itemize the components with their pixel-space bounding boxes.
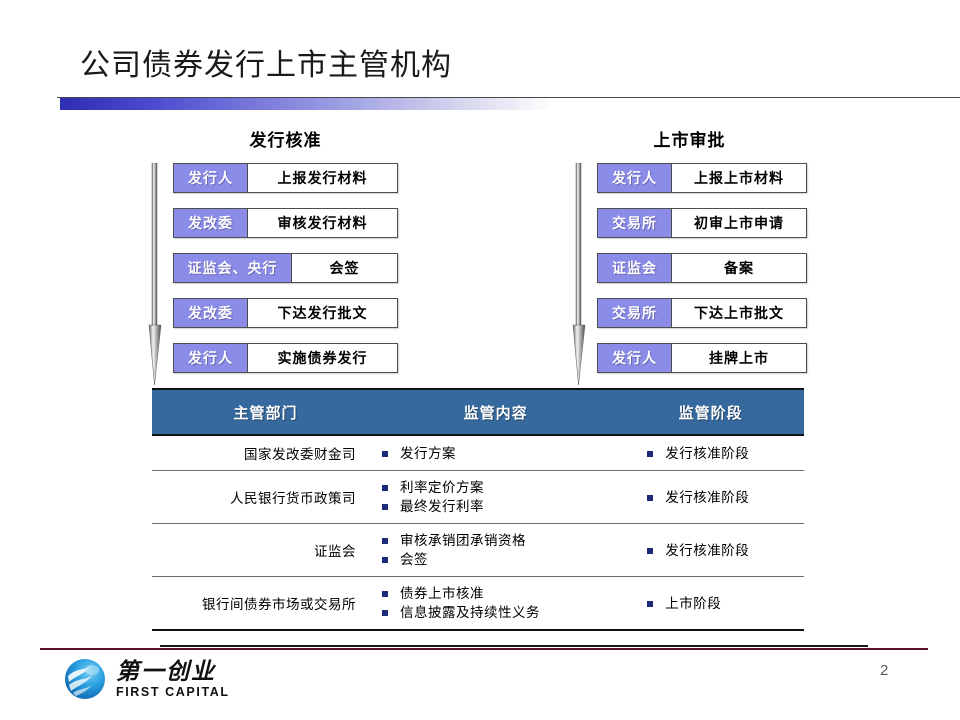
scope-list: 债券上市核准 信息披露及持续性义务: [380, 584, 617, 622]
scope-list: 发行方案: [380, 444, 617, 463]
flow-step-action: 审核发行材料: [277, 215, 368, 231]
flow-step[interactable]: 发行人 挂牌上市: [597, 343, 807, 373]
flow-heading-left: 发行核准: [249, 131, 322, 150]
column-header-scope: 监管内容: [373, 388, 618, 436]
flow-step-action: 会签: [329, 260, 360, 276]
flow-step-actor: 发行人: [174, 164, 248, 192]
stage-list: 上市阶段: [645, 594, 804, 613]
scope-list: 审核承销团承销资格 会签: [380, 531, 617, 569]
stage-list: 发行核准阶段: [645, 541, 804, 560]
list-item: 利率定价方案: [380, 478, 617, 497]
flow-step[interactable]: 发行人 上报发行材料: [173, 163, 398, 193]
stage-list: 发行核准阶段: [645, 488, 804, 507]
stage-list: 发行核准阶段: [645, 444, 804, 463]
flow-step[interactable]: 发行人 上报上市材料: [597, 163, 807, 193]
logo-name-en: FIRST CAPITAL: [116, 684, 230, 699]
table-header: 主管部门 监管内容 监管阶段: [152, 388, 804, 436]
list-item: 债券上市核准: [380, 584, 617, 603]
list-item: 上市阶段: [645, 594, 804, 613]
flow-step[interactable]: 发改委 下达发行批文: [173, 298, 398, 328]
regulator-table: 主管部门 监管内容 监管阶段 国家发改委财金司 发行方案 发行核准阶段 人民银行…: [152, 388, 804, 631]
table-row[interactable]: 证监会 审核承销团承销资格 会签 发行核准阶段: [152, 523, 804, 577]
flow-step-action: 备案: [724, 260, 754, 276]
flow-step-actor: 发行人: [598, 344, 672, 372]
flow-step-action: 上报上市材料: [694, 170, 784, 186]
cell-stage: 发行核准阶段: [617, 470, 804, 524]
footer-divider-dark: [160, 645, 868, 647]
flow-steps-left: 发行人 上报发行材料 发改委 审核发行材料 证监会、央行 会签 发改委 下达发行…: [173, 163, 398, 373]
list-item: 发行核准阶段: [645, 541, 804, 560]
flow-step-action: 初审上市申请: [694, 215, 784, 231]
list-item: 最终发行利率: [380, 497, 617, 516]
flow-step-actor: 发改委: [174, 299, 248, 327]
table-body: 国家发改委财金司 发行方案 发行核准阶段 人民银行货币政策司 利率定价方案 最终…: [152, 435, 804, 631]
flow-step-action: 下达上市批文: [694, 305, 784, 321]
flow-step-actor: 证监会、央行: [174, 254, 292, 282]
cell-stage: 上市阶段: [617, 576, 804, 631]
list-item: 发行核准阶段: [645, 488, 804, 507]
logo-name-cn: 第一创业: [116, 657, 216, 684]
footer-divider-line: [40, 648, 928, 650]
list-item: 发行方案: [380, 444, 617, 463]
flow-section-listing-approval: 上市审批 发行人 上报上市材料 交易所 初审上市申请 证监会 备案 交易所 下达…: [572, 126, 807, 385]
logo-wordmark: 第一创业 FIRST CAPITAL: [116, 657, 230, 699]
flow-step-actor: 交易所: [598, 299, 672, 327]
flow-step[interactable]: 证监会 备案: [597, 253, 807, 283]
flow-step-action: 实施债券发行: [277, 350, 368, 366]
scope-list: 利率定价方案 最终发行利率: [380, 478, 617, 516]
list-item: 审核承销团承销资格: [380, 531, 617, 550]
cell-department: 银行间债券市场或交易所: [152, 576, 374, 631]
flow-step[interactable]: 交易所 初审上市申请: [597, 208, 807, 238]
globe-logo-icon: [65, 659, 105, 699]
flow-step-actor: 发改委: [174, 209, 248, 237]
list-item: 会签: [380, 550, 617, 569]
header-gradient-bar: [60, 98, 555, 110]
company-logo: 第一创业 FIRST CAPITAL: [62, 656, 230, 702]
flow-step-action: 下达发行批文: [277, 305, 368, 321]
down-arrow-icon: [572, 163, 586, 385]
page-title: 公司债券发行上市主管机构: [80, 49, 452, 82]
table-row[interactable]: 银行间债券市场或交易所 债券上市核准 信息披露及持续性义务 上市阶段: [152, 576, 804, 631]
flow-section-issuance-approval: 发行核准 发行人 上报发行材料 发改委 审核发行材料: [148, 126, 398, 385]
cell-department: 人民银行货币政策司: [152, 470, 374, 524]
column-header-department: 主管部门: [152, 388, 374, 436]
cell-scope: 利率定价方案 最终发行利率: [373, 470, 618, 524]
header-divider-line: [57, 97, 960, 98]
cell-scope: 发行方案: [373, 435, 618, 471]
flow-step[interactable]: 证监会、央行 会签: [173, 253, 398, 283]
cell-scope: 债券上市核准 信息披露及持续性义务: [373, 576, 618, 631]
cell-department: 国家发改委财金司: [152, 435, 374, 471]
cell-department: 证监会: [152, 523, 374, 577]
flow-step-actor: 交易所: [598, 209, 672, 237]
cell-scope: 审核承销团承销资格 会签: [373, 523, 618, 577]
flow-heading-right: 上市审批: [653, 131, 726, 150]
flow-step-action: 上报发行材料: [277, 170, 368, 186]
flow-step-action: 挂牌上市: [709, 350, 769, 366]
table-header-row: 主管部门 监管内容 监管阶段: [152, 388, 804, 436]
list-item: 发行核准阶段: [645, 444, 804, 463]
cell-stage: 发行核准阶段: [617, 523, 804, 577]
flow-step[interactable]: 发行人 实施债券发行: [173, 343, 398, 373]
column-header-stage: 监管阶段: [617, 388, 804, 436]
cell-stage: 发行核准阶段: [617, 435, 804, 471]
flow-step-actor: 发行人: [174, 344, 248, 372]
flow-step[interactable]: 交易所 下达上市批文: [597, 298, 807, 328]
page-number: 2: [880, 662, 889, 679]
flow-step-actor: 发行人: [598, 164, 672, 192]
flow-step-actor: 证监会: [598, 254, 672, 282]
table-row[interactable]: 人民银行货币政策司 利率定价方案 最终发行利率 发行核准阶段: [152, 470, 804, 524]
list-item: 信息披露及持续性义务: [380, 603, 617, 622]
down-arrow-icon: [148, 163, 162, 385]
flow-step[interactable]: 发改委 审核发行材料: [173, 208, 398, 238]
flow-steps-right: 发行人 上报上市材料 交易所 初审上市申请 证监会 备案 交易所 下达上市批文 …: [597, 163, 807, 373]
table-row[interactable]: 国家发改委财金司 发行方案 发行核准阶段: [152, 435, 804, 471]
